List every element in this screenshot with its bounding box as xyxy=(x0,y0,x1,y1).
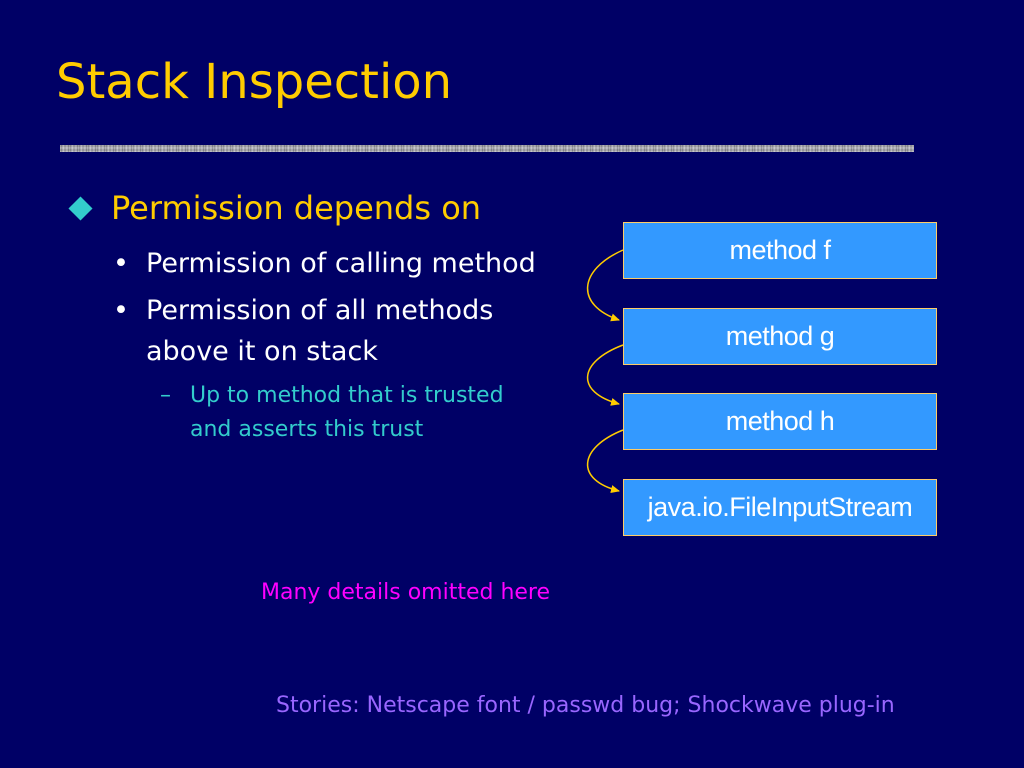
bullet-level1-text: Permission depends on xyxy=(111,189,482,227)
bullet-level1: Permission depends on xyxy=(66,192,481,224)
bullet-dot: • xyxy=(113,248,129,279)
slide-title: Stack Inspection xyxy=(56,54,453,110)
note-text: Many details omitted here xyxy=(261,580,551,605)
bullet-dot: • xyxy=(113,295,129,326)
bullet-level3-text: and asserts this trust xyxy=(190,417,424,442)
curved-arrow-icon xyxy=(586,249,624,322)
title-divider xyxy=(60,145,914,152)
stack-frame-method-g: method g xyxy=(623,308,937,365)
footer-text: Stories: Netscape font / passwd bug; Sho… xyxy=(276,693,895,718)
bullet-level3-text: Up to method that is trusted xyxy=(190,383,504,408)
bullet-level2-text: Permission of all methods xyxy=(146,295,494,326)
bullet-level2-text: above it on stack xyxy=(146,336,378,367)
diamond-bullet-icon xyxy=(68,195,93,221)
stack-frame-method-f: method f xyxy=(623,222,937,279)
curved-arrow-icon xyxy=(586,344,624,406)
bullet-level2-text: Permission of calling method xyxy=(146,248,536,279)
bullet-dash: – xyxy=(160,383,171,408)
curved-arrow-icon xyxy=(586,429,624,493)
stack-frame-method-h: method h xyxy=(623,393,937,450)
stack-frame-fileinputstream: java.io.FileInputStream xyxy=(623,479,937,536)
